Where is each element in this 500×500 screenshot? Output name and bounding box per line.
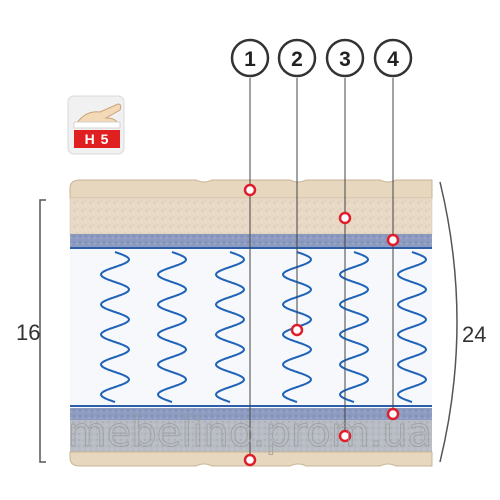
firmness-label: H 5 [85, 131, 110, 147]
callout-4-number: 4 [387, 48, 399, 71]
watermark-text: mebelino.prom.ua [68, 410, 433, 456]
core-height-dimension: 16 [16, 199, 46, 463]
core-height-label: 16 [16, 320, 40, 345]
callout-markers [243, 183, 400, 467]
callout-3-number: 3 [339, 48, 351, 71]
spring-coil [99, 251, 131, 403]
marker-4-top [386, 233, 400, 247]
total-height-dimension: 24 [439, 181, 486, 463]
spring-coil [214, 251, 246, 403]
callout-4: 4 [373, 38, 413, 78]
marker-4-bottom [386, 407, 400, 421]
spring-block [70, 248, 432, 408]
spring-group [99, 251, 428, 403]
callout-2-number: 2 [291, 48, 303, 71]
marker-3-top [338, 211, 352, 225]
hand-press-icon [73, 103, 122, 129]
spring-coil [156, 251, 188, 403]
callout-1-number: 1 [244, 48, 256, 71]
blue-felt-layer-top [70, 234, 432, 248]
marker-1-top [243, 183, 257, 197]
callout-2: 2 [277, 38, 317, 78]
marker-1-bottom [243, 453, 257, 467]
marker-2 [290, 323, 304, 337]
firmness-badge-bg [74, 130, 120, 148]
callout-3: 3 [325, 38, 365, 78]
total-height-label: 24 [462, 322, 486, 347]
felt-layer-top [69, 197, 433, 235]
firmness-badge: H 5 [67, 95, 125, 155]
blue-felt-layer-bottom [70, 408, 432, 420]
mattress-layers [69, 179, 433, 467]
marker-3-bottom [338, 429, 352, 443]
gray-felt-layer-bottom [70, 420, 432, 452]
spring-coil [396, 251, 428, 403]
callout-1: 1 [230, 38, 270, 78]
spring-coil [338, 251, 370, 403]
